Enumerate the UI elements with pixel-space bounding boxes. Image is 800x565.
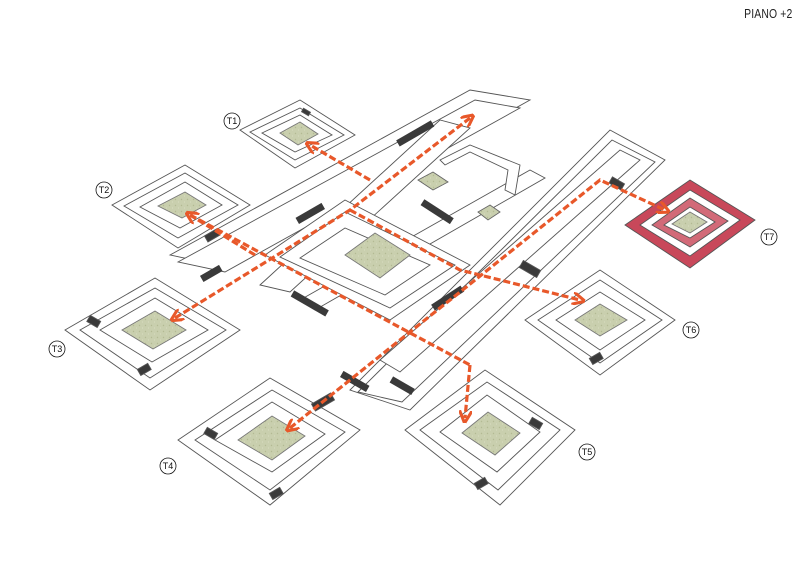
tower-label-t2: T2 [95,181,113,199]
tower-label-t6: T6 [682,321,700,339]
floor-label: PIANO +2 [743,6,792,21]
svg-text:T5: T5 [582,447,593,457]
tower-label-t4: T4 [159,457,177,475]
svg-text:T7: T7 [764,232,775,242]
path-arrow-t1 [310,145,371,182]
tower-label-t3: T3 [48,340,66,358]
svg-text:T6: T6 [686,325,697,335]
circulation-paths [175,118,665,428]
tower-t4[interactable] [177,377,361,506]
svg-text:T4: T4 [163,461,174,471]
path-t4-t7 [290,178,665,428]
tower-label-t5: T5 [578,443,596,461]
svg-text:T1: T1 [227,116,238,126]
tower-label-t7: T7 [760,228,778,246]
svg-text:T3: T3 [52,344,63,354]
svg-text:T2: T2 [99,185,110,195]
tower-label-t1: T1 [223,112,241,130]
tower-t1[interactable] [239,99,356,169]
